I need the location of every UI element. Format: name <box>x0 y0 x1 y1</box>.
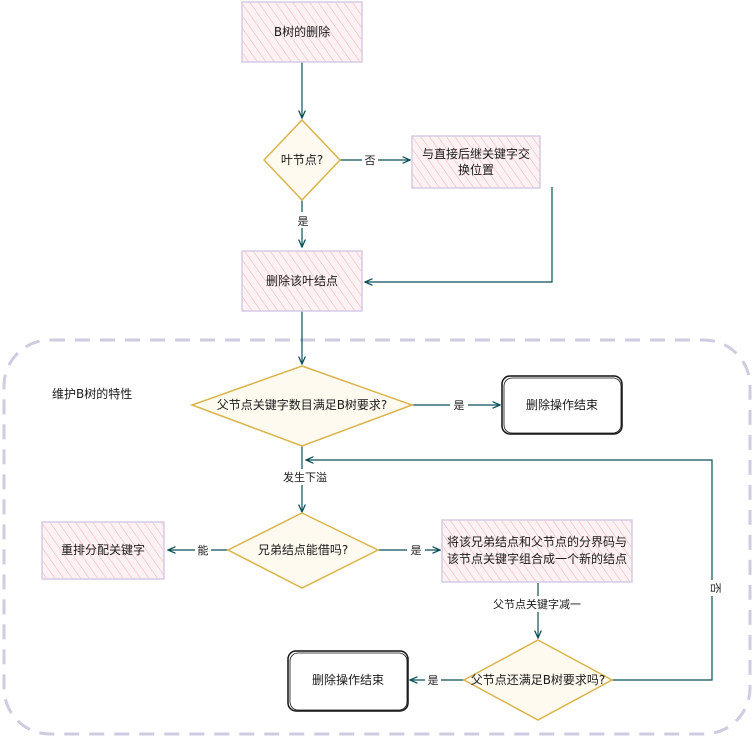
node-can-borrow: 兄弟结点能借吗? <box>226 512 380 589</box>
label-parent-minus: 父节点关键字减一 <box>493 597 581 611</box>
edges <box>168 62 713 681</box>
label-still-yes: 是 <box>428 674 439 687</box>
label-yes-parent: 是 <box>454 399 465 412</box>
node-merge-line1: 将该兄弟结点和父节点的分界码与 <box>447 534 627 549</box>
node-parent-ok: 父节点关键字数目满足B树要求? <box>189 365 415 447</box>
node-end-top: 删除操作结束 <box>501 375 623 435</box>
node-delete-leaf: 删除该叶结点 <box>241 250 363 312</box>
node-end-bottom: 删除操作结束 <box>287 650 409 712</box>
node-swap-line1: 与直接后继关键字交 <box>422 146 530 161</box>
node-is-leaf-label: 叶节点? <box>281 153 323 167</box>
label-underflow: 发生下溢 <box>283 470 327 484</box>
node-parent-still-ok: 父节点还满足B树要求吗? <box>462 639 614 721</box>
edge-still-ok-loop-back <box>306 460 713 681</box>
node-end-top-label: 删除操作结束 <box>526 397 598 412</box>
edge-labels: 否 是 是 发生下溢 能 是 父节点关键字减一 是 否 <box>195 152 722 688</box>
node-redistribute: 重排分配关键字 <box>41 521 165 580</box>
node-is-leaf: 叶节点? <box>262 118 342 202</box>
node-start: B树的删除 <box>241 1 363 63</box>
label-yes-leaf: 是 <box>298 215 309 228</box>
label-merge-yes: 是 <box>411 544 422 557</box>
node-redistribute-label: 重排分配关键字 <box>61 542 145 557</box>
node-swap: 与直接后继关键字交 换位置 <box>411 135 541 189</box>
label-still-no: 否 <box>709 583 722 594</box>
node-merge-line2: 该节点关键字组合成一个新的结点 <box>447 551 627 566</box>
node-parent-still-ok-label: 父节点还满足B树要求吗? <box>471 672 606 687</box>
group-label: 维护B树的特性 <box>52 386 132 401</box>
label-can-borrow: 能 <box>198 543 209 557</box>
node-start-label: B树的删除 <box>274 24 330 39</box>
label-no-swap: 否 <box>365 154 376 167</box>
group-container <box>2 338 752 736</box>
node-delete-leaf-label: 删除该叶结点 <box>266 273 338 288</box>
edge-swap-to-delete <box>365 187 553 282</box>
node-merge: 将该兄弟结点和父节点的分界码与 该节点关键字组合成一个新的结点 <box>441 519 633 583</box>
node-end-bottom-label: 删除操作结束 <box>312 672 384 687</box>
node-swap-line2: 换位置 <box>458 162 494 177</box>
node-can-borrow-label: 兄弟结点能借吗? <box>258 543 348 557</box>
node-parent-ok-label: 父节点关键字数目满足B树要求? <box>217 397 388 412</box>
